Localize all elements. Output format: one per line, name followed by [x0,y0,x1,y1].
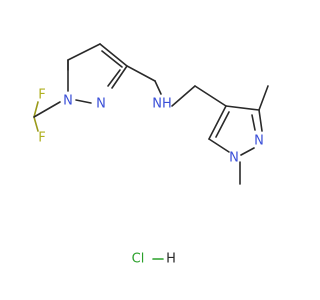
bond-left-ring-c3-n2 [111,65,128,89]
atom-n1-left-ring: N [63,94,73,109]
bond-right-ring-c3-n2-double [251,114,256,131]
bonds [33,43,269,260]
atom-n2-left-ring: N [96,97,106,112]
atom-h: H [166,252,176,267]
bond-nh-ch2 [171,85,196,107]
atom-nh: NH [152,97,172,112]
atom-labels: F F N N NH N N Cl H [38,88,264,267]
bond-left-ring-c5-c4 [67,43,101,61]
bond-right-ring-c4-c3 [225,105,260,111]
bond-ch2-right-ring-c4 [194,85,227,107]
bond-right-ring-n1-c5 [208,138,230,153]
bond-left-ring-c4-c3-double [101,50,123,68]
molecule-structure-diagram: F F N N NH N N Cl H [33,43,269,267]
bond-right-ring-n2-n1 [240,147,255,156]
bond-right-ring-c5-c4 [208,105,227,140]
bond-right-ring-c3-n2 [258,109,263,132]
atom-n1-right-ring: N [229,151,239,166]
bond-chf2-n1 [33,101,61,118]
atom-f-top: F [38,88,45,103]
atom-n2-right-ring: N [254,134,264,149]
bond-right-ring-c3-methyl [258,85,269,111]
atom-cl: Cl [132,252,145,267]
bond-left-ring-c3-n2-double [107,69,121,87]
bond-c3-ch2 [126,65,156,82]
bond-ch2-nh [154,80,162,95]
bond-left-ring-c4-c3 [99,43,128,67]
atom-f-bottom: F [38,131,45,146]
bond-c-f-bottom [33,116,39,132]
bond-c-f-top [33,101,39,118]
bond-left-ring-n2-n1 [75,99,92,104]
bond-right-ring-c5-c4-double [215,111,230,138]
